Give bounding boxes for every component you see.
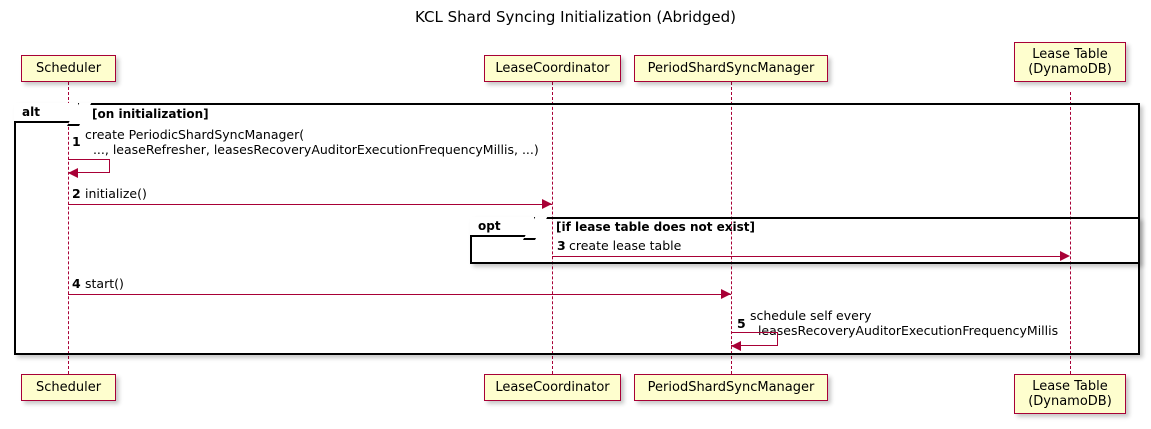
opt-fragment-tab: opt <box>470 217 548 240</box>
message-3-arrow-head-icon <box>1060 251 1070 261</box>
message-3-text: create lease table <box>569 238 682 253</box>
message-5-number: 5 <box>737 316 746 331</box>
message-2-text: initialize() <box>85 186 147 201</box>
opt-operator-label: opt <box>478 219 501 233</box>
participant-scheduler-bottom[interactable]: Scheduler <box>21 374 116 401</box>
participant-label-line1: Lease Table <box>1032 47 1108 62</box>
participant-syncmanager-bottom[interactable]: PeriodShardSyncManager <box>634 374 828 401</box>
message-1-self-loop <box>68 159 110 173</box>
message-1-arrow-head-icon <box>68 168 78 178</box>
participant-label: Scheduler <box>35 380 102 395</box>
message-5-self-loop <box>731 332 778 346</box>
message-1-text-line1: create PeriodicShardSyncManager( <box>85 127 305 142</box>
participant-syncmanager-top[interactable]: PeriodShardSyncManager <box>634 55 828 82</box>
participant-coordinator-bottom[interactable]: LeaseCoordinator <box>484 374 621 401</box>
message-4-text: start() <box>85 276 124 291</box>
lifeline-coordinator <box>552 82 553 374</box>
message-2-number: 2 <box>72 186 81 201</box>
message-2-arrow-head-icon <box>542 199 552 209</box>
participant-label: PeriodShardSyncManager <box>647 61 815 76</box>
message-4-number: 4 <box>72 276 81 291</box>
message-5-text-line2: leasesRecoveryAuditorExecutionFrequencyM… <box>750 323 1059 338</box>
participant-label-line2: (DynamoDB) <box>1028 394 1112 409</box>
opt-fragment-frame <box>470 217 1140 264</box>
message-4-arrow-head-icon <box>721 289 731 299</box>
lifeline-scheduler <box>68 82 69 374</box>
participant-scheduler-top[interactable]: Scheduler <box>21 55 116 82</box>
alt-fragment-tab: alt <box>14 103 92 126</box>
participant-leasetable-bottom[interactable]: Lease Table (DynamoDB) <box>1014 374 1126 414</box>
participant-label: LeaseCoordinator <box>495 380 610 395</box>
participant-label: LeaseCoordinator <box>495 61 610 76</box>
alt-guard-label: [on initialization] <box>92 107 209 121</box>
message-2-line <box>68 204 552 205</box>
alt-operator-label: alt <box>22 105 40 119</box>
message-1-number: 1 <box>72 134 81 149</box>
participant-label-line1: Lease Table <box>1032 379 1108 394</box>
message-3-line <box>552 256 1060 257</box>
message-3-number: 3 <box>557 238 566 253</box>
opt-guard-label: [if lease table does not exist] <box>556 220 756 234</box>
message-4-line <box>68 294 731 295</box>
lifeline-syncmanager <box>731 82 732 374</box>
message-1-text-line2: ..., leaseRefresher, leasesRecoveryAudit… <box>85 142 539 157</box>
diagram-title: KCL Shard Syncing Initialization (Abridg… <box>415 8 736 26</box>
participant-leasetable-top[interactable]: Lease Table (DynamoDB) <box>1014 42 1126 82</box>
message-5-arrow-head-icon <box>731 341 741 351</box>
lifeline-leasetable <box>1070 92 1071 374</box>
participant-label: PeriodShardSyncManager <box>647 380 815 395</box>
participant-label: Scheduler <box>35 61 102 76</box>
participant-coordinator-top[interactable]: LeaseCoordinator <box>484 55 621 82</box>
message-5-text-line1: schedule self every <box>750 308 872 323</box>
participant-label-line2: (DynamoDB) <box>1028 62 1112 77</box>
